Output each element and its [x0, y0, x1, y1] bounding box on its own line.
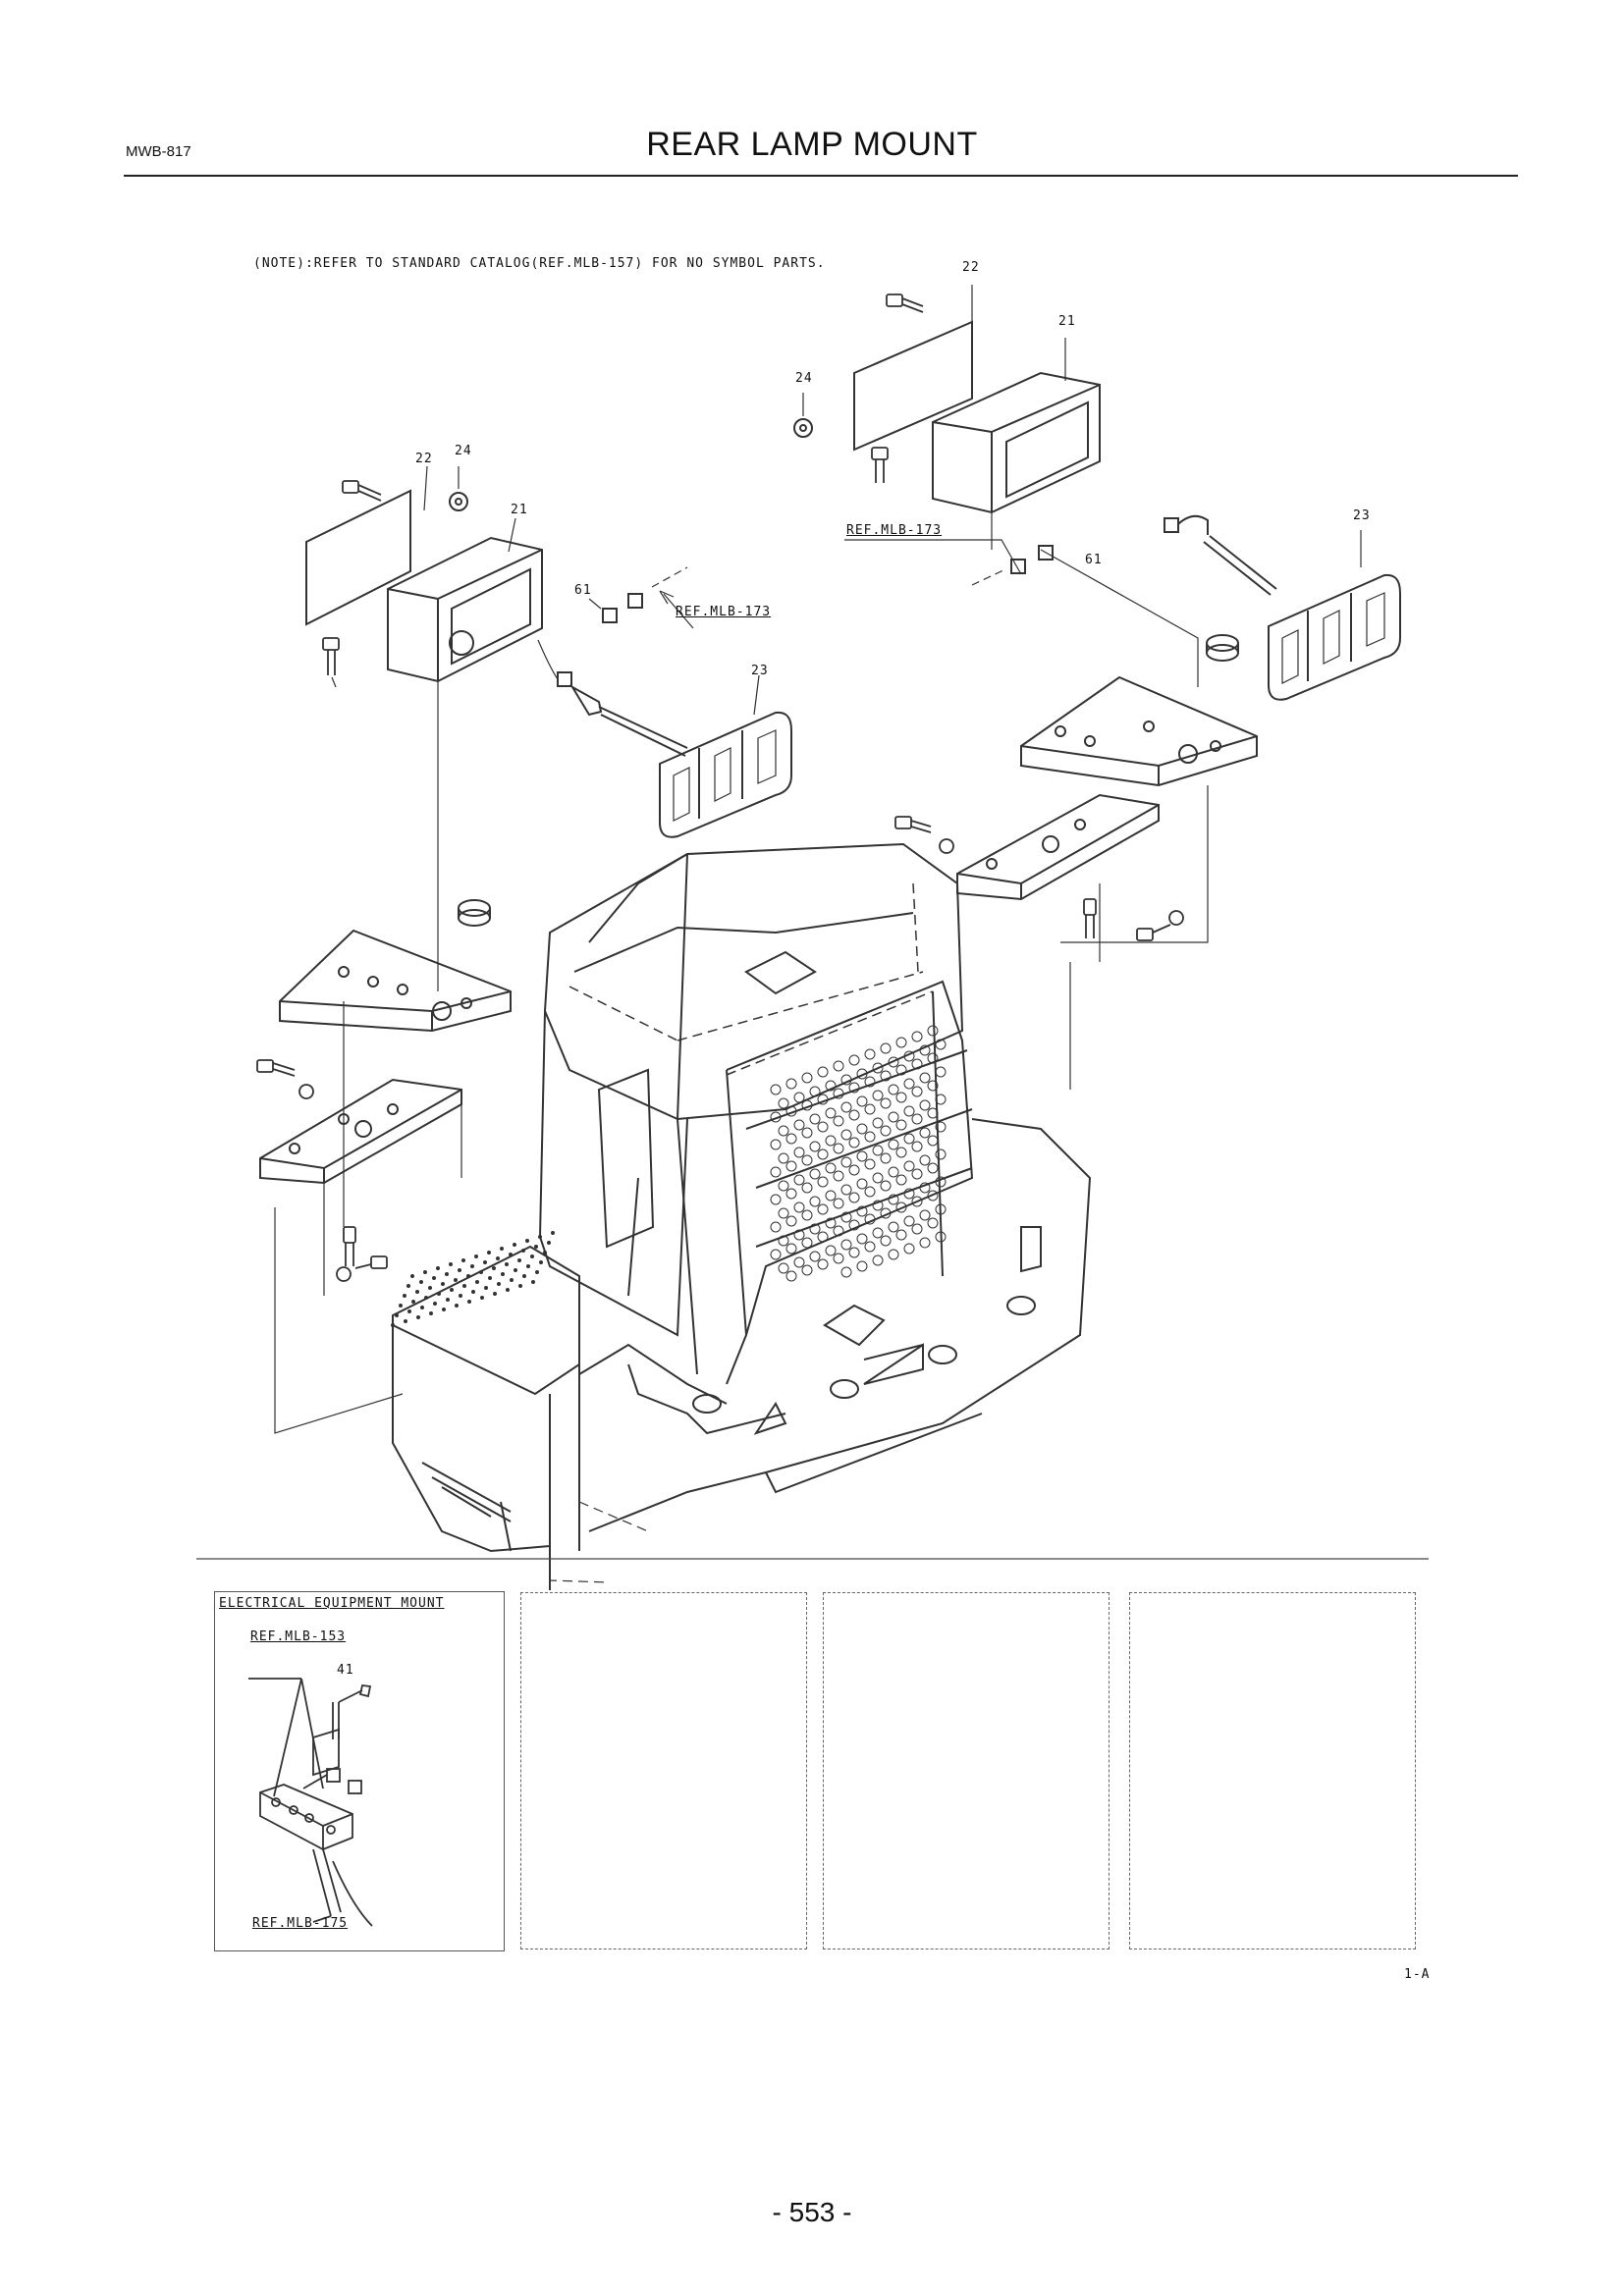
callout-right-ref: REF.MLB-173: [846, 523, 943, 538]
page-number: - 553 -: [772, 2197, 852, 2227]
right-lamp-assembly: [793, 285, 1401, 701]
right-washer-24: [793, 418, 813, 438]
left-grommet: [458, 899, 491, 927]
left-tail-lamp-lens: [659, 711, 792, 838]
callout-right-21: 21: [1058, 314, 1076, 329]
right-cover-plate: [853, 320, 973, 452]
left-cover-plate: [305, 489, 411, 626]
right-lamp-housing: [932, 371, 1101, 514]
inset-title: ELECTRICAL EQUIPMENT MOUNT: [219, 1596, 445, 1611]
inset-ref-bottom: REF.MLB-175: [252, 1916, 349, 1931]
callout-right-22: 22: [962, 260, 980, 275]
callout-right-61: 61: [1085, 553, 1103, 567]
right-upper-bracket: [1020, 675, 1258, 787]
callout-left-ref: REF.MLB-173: [676, 605, 772, 619]
inset-callout-41: 41: [337, 1663, 354, 1678]
hood-body: [538, 842, 974, 1385]
empty-inset-2: [823, 1592, 1110, 1949]
inset-ref-top: REF.MLB-153: [250, 1629, 347, 1644]
callout-left-61: 61: [574, 583, 592, 598]
left-lamp-assembly: [305, 465, 792, 991]
empty-inset-1: [520, 1592, 807, 1949]
callout-left-22: 22: [415, 452, 433, 466]
left-bolt-lower: [322, 637, 340, 675]
reference-note: (NOTE):REFER TO STANDARD CATALOG(REF.MLB…: [253, 256, 826, 271]
left-upper-bracket: [279, 929, 512, 1033]
grille-mesh: [770, 1025, 947, 1282]
left-lower-bracket: [259, 1078, 462, 1185]
perforated-panel: [391, 1231, 555, 1327]
left-bolt-top: [342, 480, 382, 502]
left-lamp-housing: [387, 536, 543, 683]
callout-left-21: 21: [511, 503, 528, 517]
callout-right-24: 24: [795, 371, 813, 386]
left-connector-c: [557, 671, 572, 687]
figure-code: 1-A: [1404, 1967, 1431, 1982]
left-washer-24: [449, 492, 468, 511]
electrical-equipment-inset: ELECTRICAL EQUIPMENT MOUNT REF.MLB-153 4…: [214, 1591, 505, 1951]
header-rule: [124, 175, 1518, 177]
right-tail-lamp-lens: [1268, 573, 1401, 701]
catalog-code: MWB-817: [126, 143, 191, 160]
base-counterweight: [392, 1118, 1092, 1590]
left-connector-a: [602, 608, 618, 623]
empty-inset-3: [1129, 1592, 1416, 1949]
right-grommet: [1206, 634, 1239, 662]
page-title: REAR LAMP MOUNT: [646, 126, 978, 163]
callout-right-23: 23: [1353, 508, 1371, 523]
inset-diagram: [248, 1678, 373, 1927]
left-connector-b: [627, 593, 643, 609]
callout-left-24: 24: [455, 444, 472, 458]
callout-left-23: 23: [751, 664, 769, 678]
